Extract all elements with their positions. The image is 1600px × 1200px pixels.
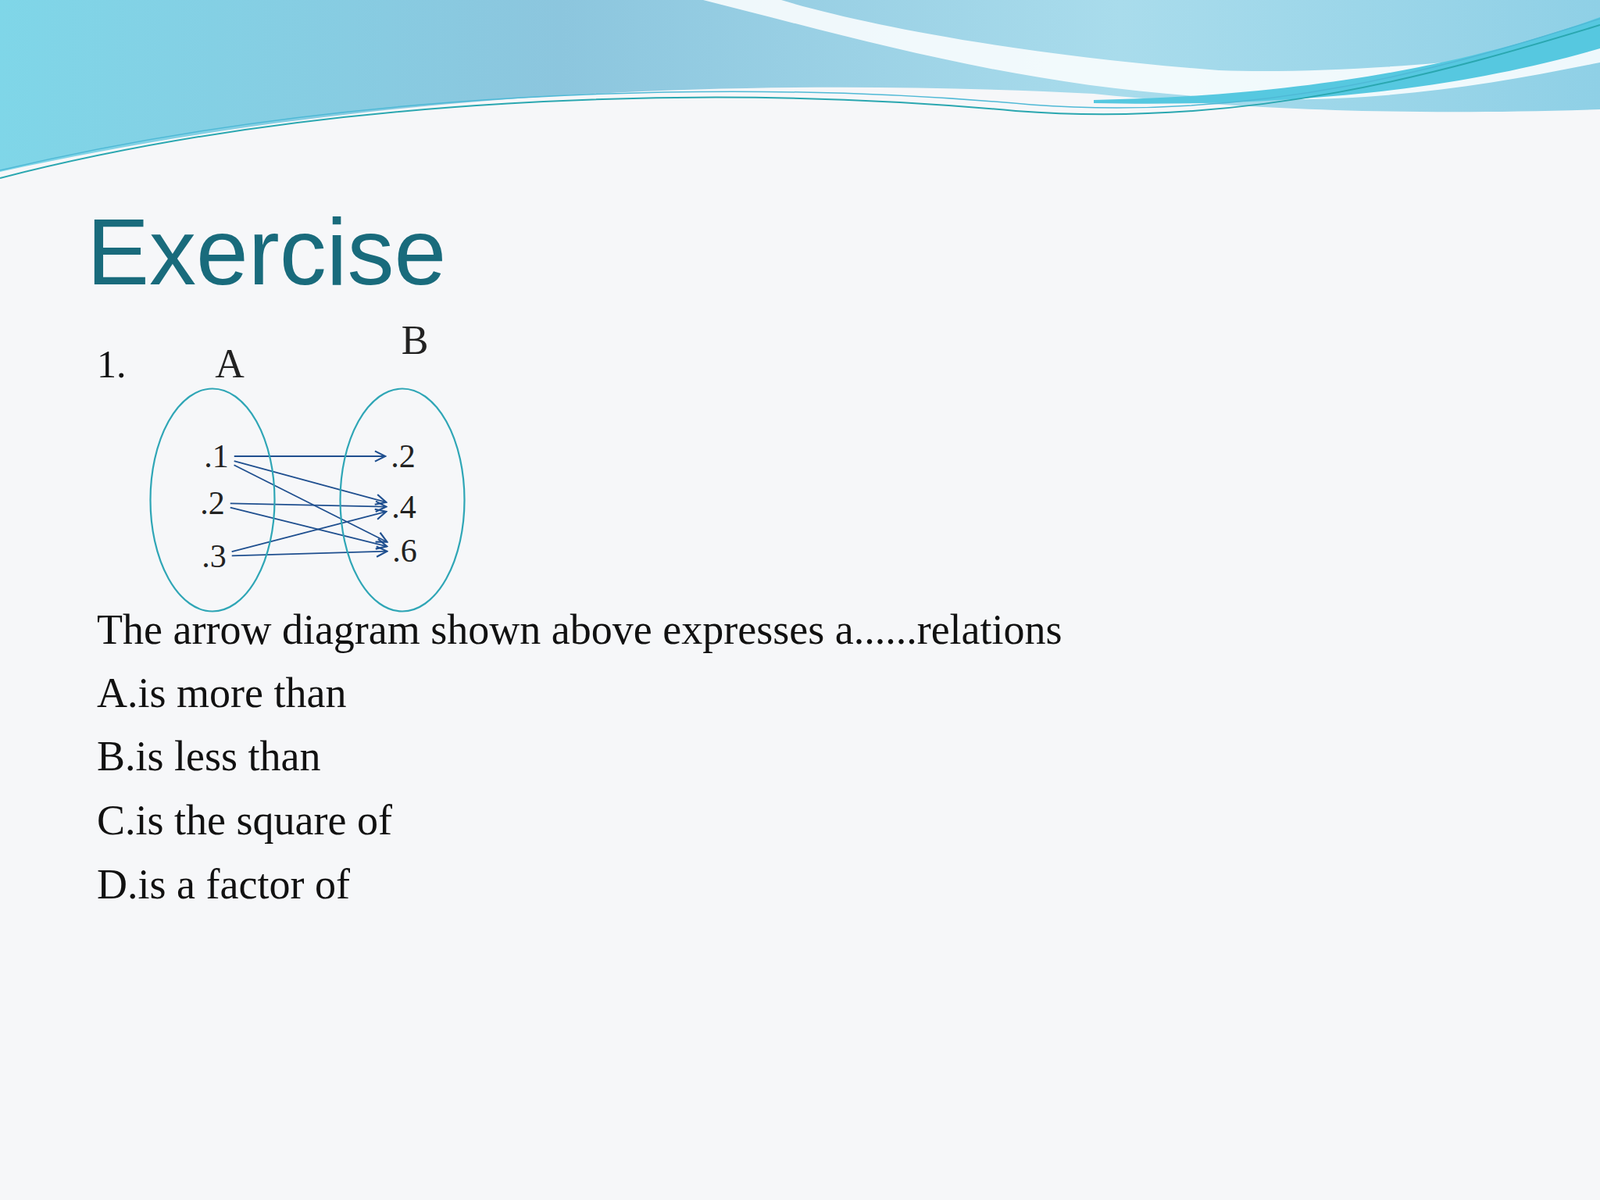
answer-option: B.is less than (96, 731, 322, 783)
answer-option: A.is more than (96, 667, 347, 719)
mapping-arrow (234, 455, 386, 458)
mapping-arrow (232, 551, 388, 557)
set-ellipse: A.1.2.3 (149, 387, 276, 613)
element-value: .2 (200, 485, 225, 522)
question-number: 1. (96, 340, 127, 388)
element-value: .4 (391, 489, 417, 525)
top-wave (0, 0, 1600, 172)
element-value: .6 (392, 532, 418, 569)
slide-title: Exercise (86, 204, 447, 299)
wave-line (0, 18, 1600, 171)
set-element: .1 (200, 438, 233, 475)
white-swoosh (703, 0, 1600, 100)
connector-group (230, 456, 388, 556)
set-name: A (214, 339, 245, 389)
question-text: The arrow diagram shown above expresses … (96, 604, 1063, 656)
wave-line (0, 25, 1600, 179)
answer-option: C.is the square of (96, 795, 393, 847)
set-ellipse: B.2.4.6 (339, 387, 466, 613)
element-value: .3 (201, 538, 227, 575)
set-element: .4 (387, 489, 421, 525)
set-element: .3 (197, 538, 231, 575)
set-element: .2 (386, 438, 420, 475)
set-element: .2 (196, 485, 229, 522)
mapping-arrow (230, 507, 388, 547)
set-name: B (401, 316, 429, 365)
ellipse-shape (340, 389, 465, 612)
set-element: .6 (388, 532, 422, 569)
answer-option: D.is a factor of (96, 859, 350, 911)
mapping-arrow (232, 511, 387, 552)
mapping-arrow (234, 460, 387, 503)
element-value: .2 (390, 438, 416, 475)
ellipse-shape (150, 389, 275, 612)
element-value: .1 (203, 438, 229, 475)
mapping-arrow (230, 503, 387, 507)
